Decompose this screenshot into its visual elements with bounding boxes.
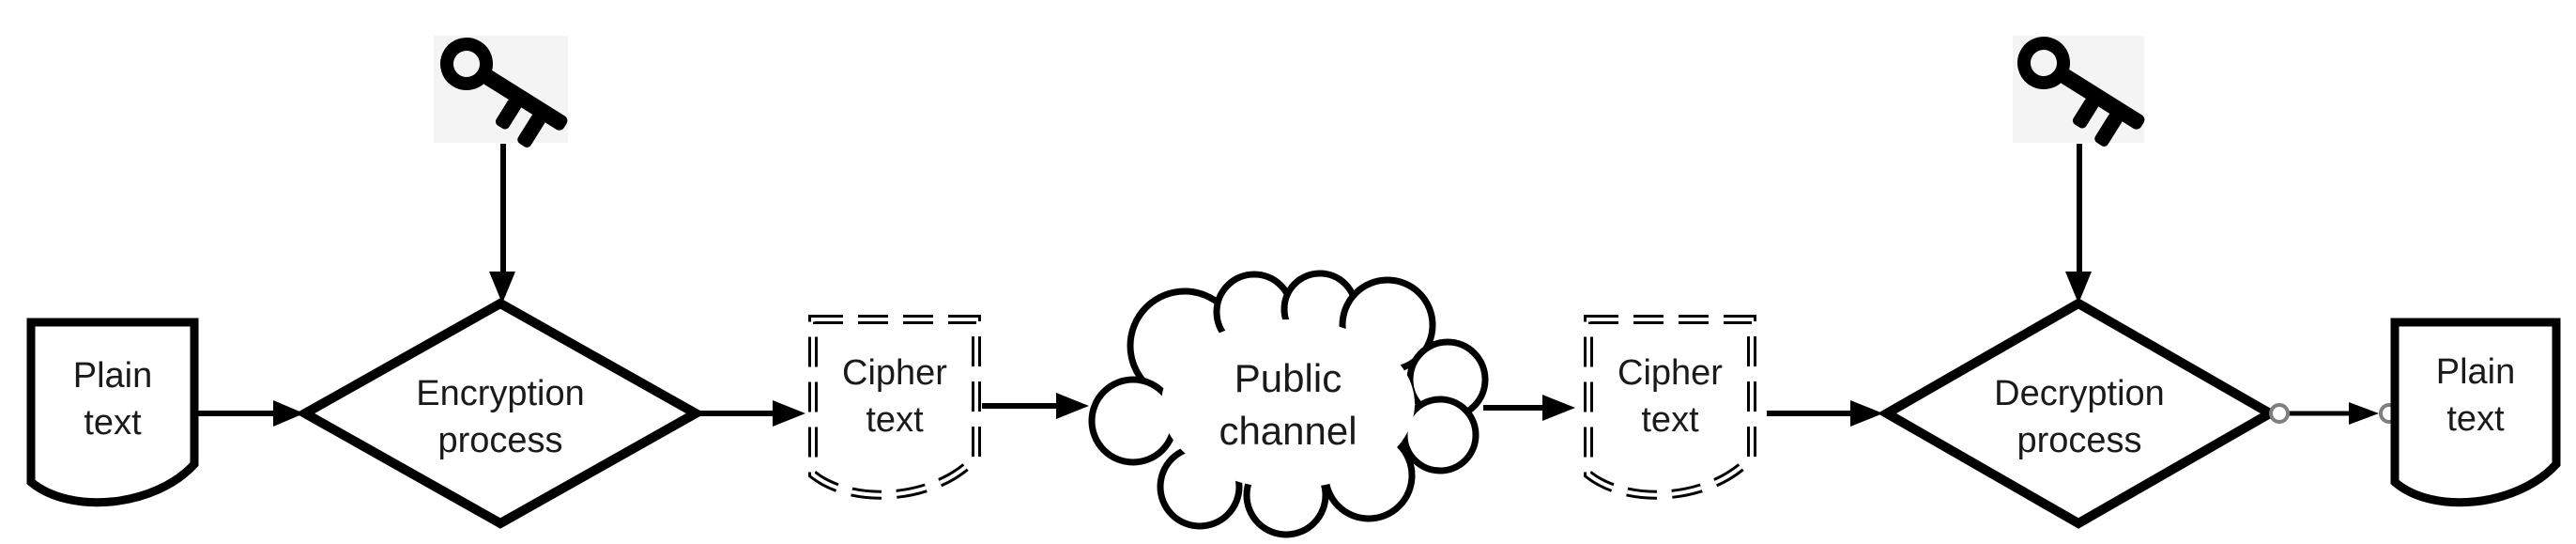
plain-text-output-shape [2390, 318, 2561, 507]
public-channel-shape [1088, 270, 1489, 538]
arrow-key-to-decryption [2065, 144, 2092, 303]
arrow-plaintext-to-encryption [198, 400, 304, 427]
arrow-channel-to-cipher [1483, 395, 1575, 421]
encryption-process-shape [295, 298, 706, 529]
arrow-cipher-to-decryption [1767, 400, 1883, 427]
encryption-key-icon [434, 36, 568, 148]
plain-text-source-shape [26, 318, 199, 507]
cipher-text-before-decryption-shape [1584, 315, 1756, 500]
arrow-encryption-to-cipher [698, 400, 805, 427]
connector-decryption-to-plaintext [2269, 402, 2400, 425]
arrow-cipher-to-channel [982, 393, 1089, 419]
decryption-key-icon [2013, 36, 2145, 147]
cipher-text-after-encryption-shape [808, 315, 981, 500]
arrow-key-to-encryption [489, 144, 515, 303]
connector-endpoint-icon [2269, 403, 2290, 424]
decryption-process-shape [1877, 298, 2280, 529]
